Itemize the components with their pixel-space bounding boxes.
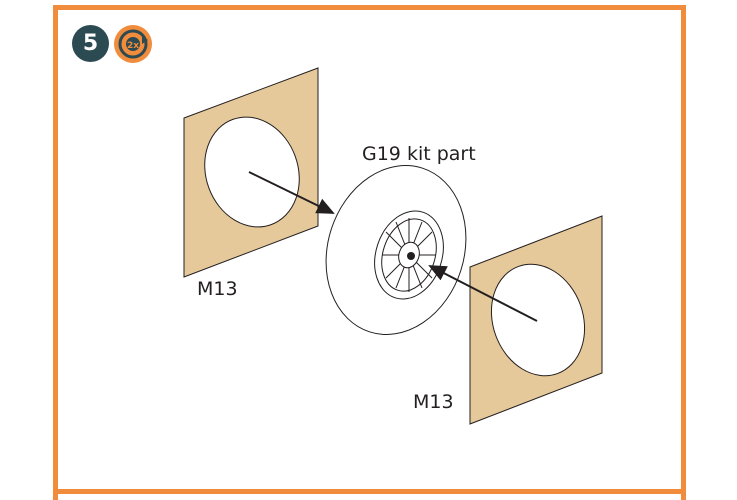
rotate-step-icon-text: 2x [127, 41, 139, 51]
arrow-right-mask-to-hub [428, 265, 538, 322]
rotate-step-icon: 2x [114, 25, 152, 63]
kit-part-label: G19 kit part [362, 143, 476, 165]
arrow-left-mask-to-wheel [248, 171, 335, 214]
instruction-frame [53, 5, 686, 500]
mask-right-label: M13 [413, 391, 454, 413]
mask-left-label: M13 [197, 278, 238, 300]
frame-bottom-bar [53, 489, 686, 494]
wheel-g19 [325, 165, 467, 335]
step-number-badge: 5 [72, 25, 109, 62]
